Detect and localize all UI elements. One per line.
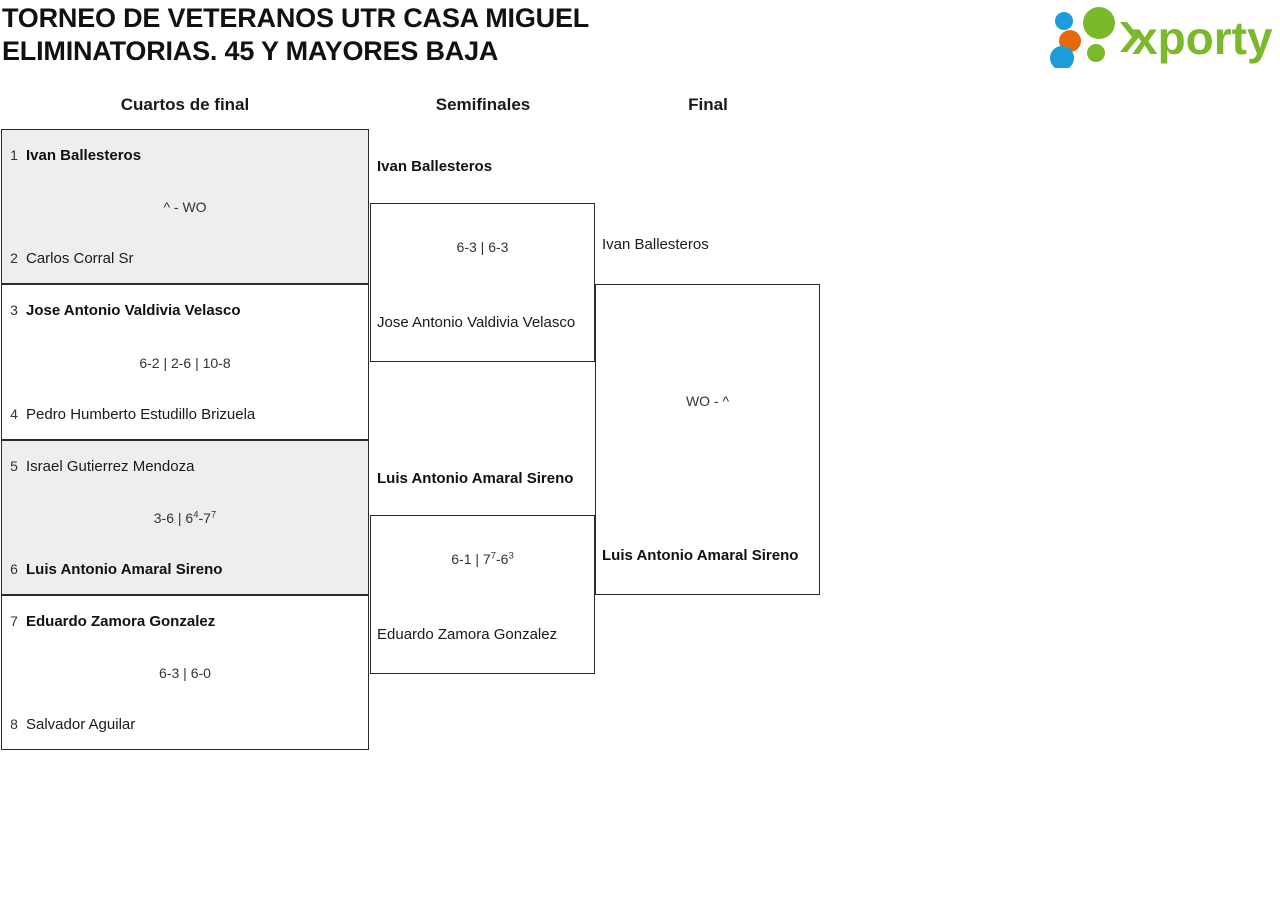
- player-name: Ivan Ballesteros: [26, 146, 142, 164]
- semifinal-match-2[interactable]: 6-1 | 77-63: [370, 515, 595, 674]
- semifinal-2-player-bottom[interactable]: Eduardo Zamora Gonzalez: [377, 626, 558, 643]
- seed-number: 6: [10, 561, 18, 577]
- quarterfinal-match-3[interactable]: 5 Israel Gutierrez Mendoza 3-6 | 64-77 6…: [1, 440, 369, 595]
- bracket-player[interactable]: 7 Eduardo Zamora Gonzalez: [2, 611, 368, 631]
- player-name: Israel Gutierrez Mendoza: [26, 457, 195, 475]
- bracket-player[interactable]: 2 Carlos Corral Sr: [2, 248, 368, 268]
- semifinal-2-player-top[interactable]: Luis Antonio Amaral Sireno: [377, 470, 574, 487]
- page-header: TORNEO DE VETERANOS UTR CASA MIGUEL ELIM…: [0, 0, 1280, 88]
- seed-number: 8: [10, 716, 18, 732]
- final-player-top[interactable]: Ivan Ballesteros: [602, 236, 709, 253]
- player-name: Carlos Corral Sr: [26, 249, 134, 267]
- player-name: Luis Antonio Amaral Sireno: [26, 560, 223, 578]
- seed-number: 4: [10, 406, 18, 422]
- bracket-player[interactable]: 3 Jose Antonio Valdivia Velasco: [2, 300, 368, 320]
- final-match[interactable]: WO - ^: [595, 284, 820, 595]
- logo-dots-icon: [1050, 7, 1115, 68]
- round-header-quarterfinals: Cuartos de final: [120, 95, 250, 114]
- bracket-player[interactable]: 8 Salvador Aguilar: [2, 714, 368, 734]
- logo-wordmark: xporty: [1132, 12, 1273, 64]
- player-name: Jose Antonio Valdivia Velasco: [26, 301, 241, 319]
- player-name: Eduardo Zamora Gonzalez: [26, 612, 216, 630]
- bracket-player[interactable]: 4 Pedro Humberto Estudillo Brizuela: [2, 404, 368, 424]
- match-score: ^ - WO: [163, 199, 207, 215]
- logo-chevron-icon: [1120, 22, 1139, 52]
- seed-number: 2: [10, 250, 18, 266]
- semifinal-match-1[interactable]: 6-3 | 6-3: [370, 203, 595, 362]
- quarterfinal-match-2[interactable]: 3 Jose Antonio Valdivia Velasco 6-2 | 2-…: [1, 284, 369, 440]
- match-score: 6-1 | 77-63: [451, 550, 514, 567]
- match-score: WO - ^: [685, 393, 730, 409]
- seed-number: 5: [10, 458, 18, 474]
- bracket-player[interactable]: 6 Luis Antonio Amaral Sireno: [2, 559, 368, 579]
- match-score: 6-3 | 6-3: [456, 239, 509, 255]
- seed-number: 1: [10, 147, 18, 163]
- round-header-final: Final: [688, 95, 728, 114]
- bracket-player[interactable]: 5 Israel Gutierrez Mendoza: [2, 456, 368, 476]
- bracket-player[interactable]: 1 Ivan Ballesteros: [2, 145, 368, 165]
- player-name: Pedro Humberto Estudillo Brizuela: [26, 405, 256, 423]
- semifinal-1-player-top[interactable]: Ivan Ballesteros: [377, 158, 493, 175]
- match-score: 6-2 | 2-6 | 10-8: [139, 355, 231, 371]
- seed-number: 3: [10, 302, 18, 318]
- match-score: 3-6 | 64-77: [153, 509, 217, 526]
- quarterfinal-match-1[interactable]: 1 Ivan Ballesteros ^ - WO 2 Carlos Corra…: [1, 129, 369, 284]
- page-title: TORNEO DE VETERANOS UTR CASA MIGUEL ELIM…: [2, 3, 590, 66]
- semifinal-1-player-bottom[interactable]: Jose Antonio Valdivia Velasco: [377, 314, 576, 331]
- xporty-logo: xporty: [1046, 6, 1274, 68]
- player-name: Salvador Aguilar: [26, 715, 136, 733]
- match-score: 6-3 | 6-0: [159, 665, 211, 681]
- seed-number: 7: [10, 613, 18, 629]
- quarterfinal-match-4[interactable]: 7 Eduardo Zamora Gonzalez 6-3 | 6-0 8 Sa…: [1, 595, 369, 750]
- final-player-bottom[interactable]: Luis Antonio Amaral Sireno: [602, 547, 799, 564]
- round-header-semifinals: Semifinales: [435, 95, 531, 114]
